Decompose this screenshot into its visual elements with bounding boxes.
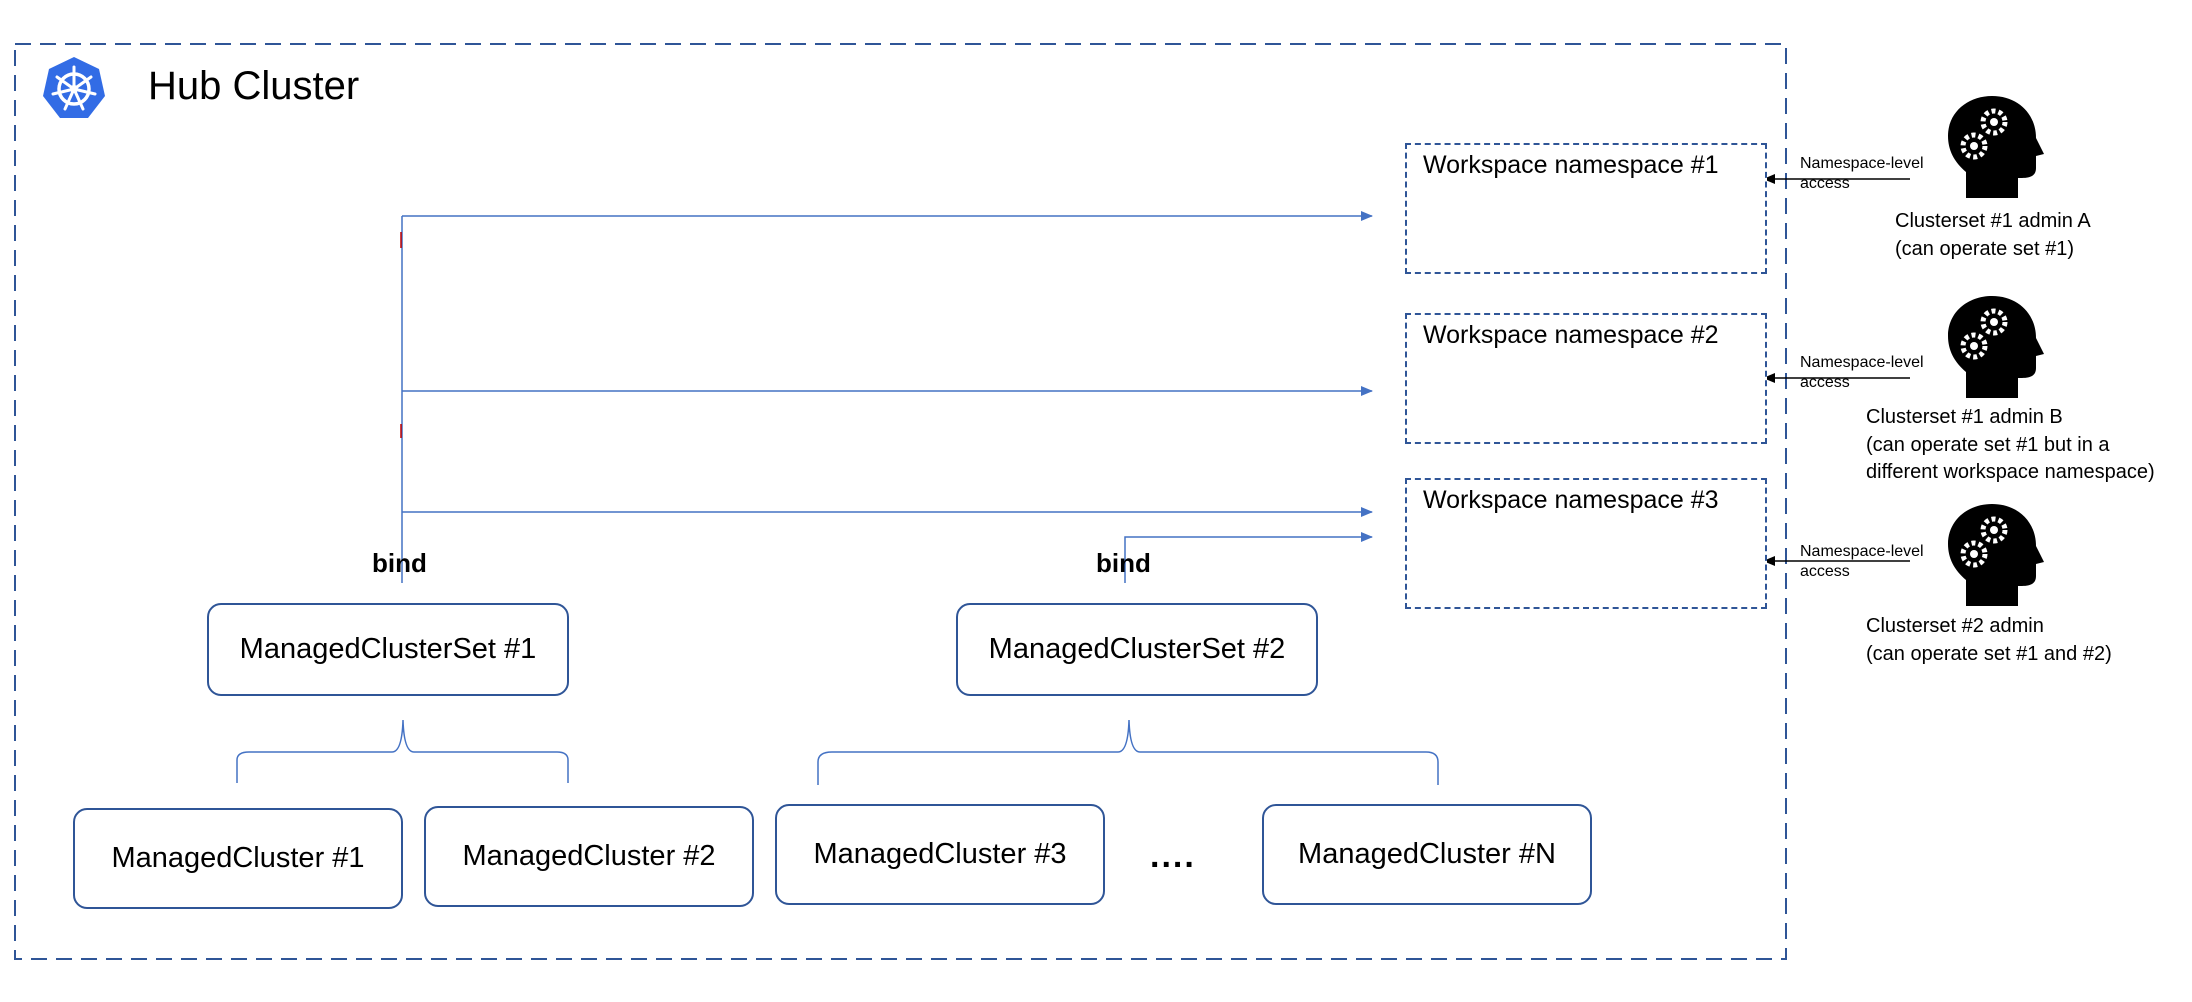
brace-set2: [817, 719, 1439, 785]
admin-line: (can operate set #1): [1895, 237, 2074, 260]
managed-cluster-box-1[interactable]: ManagedCluster #1: [73, 808, 403, 909]
managed-cluster-box-3[interactable]: ManagedCluster #3: [775, 804, 1105, 905]
hub-cluster-boundary: [14, 43, 1787, 960]
clusterset-box-2[interactable]: ManagedClusterSet #2: [956, 603, 1318, 696]
managed-cluster-box-n[interactable]: ManagedCluster #N: [1262, 804, 1592, 905]
access-label-2: Namespace-level access: [1800, 353, 1924, 393]
access-line: Namespace-level: [1800, 543, 1924, 560]
bind-arrow-set2-ns3: [1124, 532, 1373, 583]
admin-caption-a: Clusterset #1 admin A (can operate set #…: [1895, 208, 2091, 263]
namespace-label: Workspace namespace #3: [1423, 486, 1719, 514]
managed-cluster-box-2[interactable]: ManagedCluster #2: [424, 806, 754, 907]
namespace-label: Workspace namespace #2: [1423, 321, 1719, 349]
access-line: Namespace-level: [1800, 354, 1924, 371]
clusterset-label: ManagedClusterSet #2: [988, 633, 1286, 665]
admin-line: Clusterset #1 admin B: [1866, 406, 2063, 428]
ellipsis: ....: [1150, 837, 1196, 875]
workspace-namespace-3[interactable]: Workspace namespace #3: [1405, 478, 1767, 609]
admin-line: Clusterset #1 admin A: [1895, 210, 2091, 232]
workspace-namespace-1[interactable]: Workspace namespace #1: [1405, 143, 1767, 274]
workspace-namespace-2[interactable]: Workspace namespace #2: [1405, 313, 1767, 444]
clusterset-box-1[interactable]: ManagedClusterSet #1: [207, 603, 569, 696]
managed-cluster-label: ManagedCluster #N: [1298, 838, 1556, 870]
access-label-3: Namespace-level access: [1800, 542, 1924, 582]
admin-line: (can operate set #1 and #2): [1866, 642, 2112, 665]
access-label-1: Namespace-level access: [1800, 154, 1924, 194]
clusterset-label: ManagedClusterSet #1: [239, 633, 537, 665]
hub-cluster-title: Hub Cluster: [148, 64, 360, 108]
bind-label-1: bind: [372, 548, 427, 578]
admin-caption-b: Clusterset #1 admin B (can operate set #…: [1866, 404, 2155, 487]
bind-label-2: bind: [1096, 548, 1151, 578]
brace-set1: [236, 719, 569, 783]
access-line: access: [1800, 374, 1850, 391]
admin-line: (can operate set #1 but in a: [1866, 433, 2110, 456]
admin-line: Clusterset #2 admin: [1866, 615, 2044, 637]
access-line: access: [1800, 175, 1850, 192]
access-line: access: [1800, 563, 1850, 580]
admin-line: different workspace namespace): [1866, 461, 2155, 484]
managed-cluster-label: ManagedCluster #1: [111, 842, 365, 874]
namespace-label: Workspace namespace #1: [1423, 151, 1719, 179]
head-gears-icon: [1948, 296, 2044, 398]
kubernetes-icon: [43, 57, 105, 118]
access-line: Namespace-level: [1800, 155, 1924, 172]
admin-caption-c: Clusterset #2 admin (can operate set #1 …: [1866, 613, 2112, 668]
head-gears-icon: [1948, 504, 2044, 606]
managed-cluster-label: ManagedCluster #3: [813, 838, 1067, 870]
managed-cluster-label: ManagedCluster #2: [462, 840, 716, 872]
head-gears-icon: [1948, 96, 2044, 198]
